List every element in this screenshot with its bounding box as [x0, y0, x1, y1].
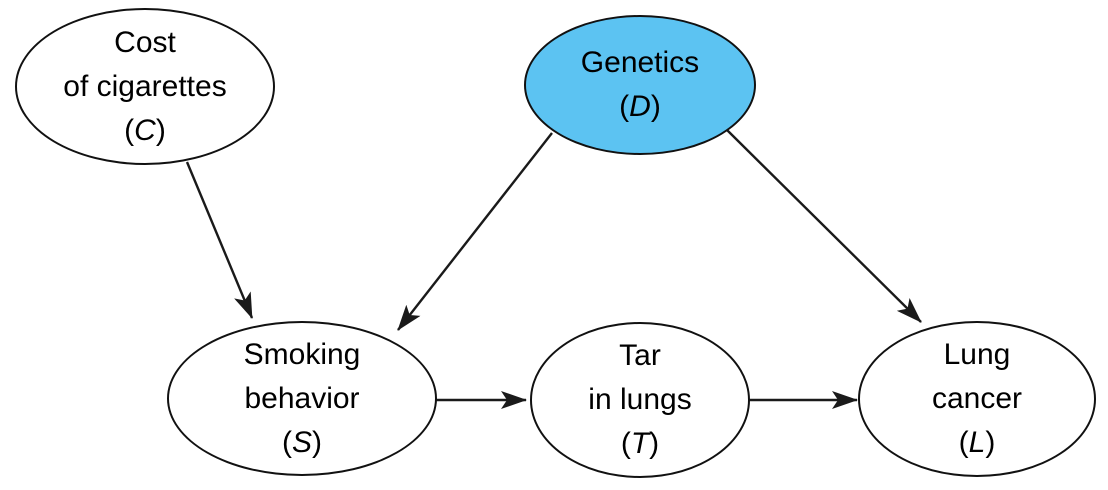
node-symbol: (S) [281, 425, 322, 459]
node-label-line: Genetics [580, 46, 700, 79]
variable-letter: C [134, 113, 156, 147]
node-label-line: Tar [619, 339, 661, 372]
node-label-line: cancer [931, 382, 1023, 415]
node-symbol: (T) [620, 427, 660, 460]
node-label-line: Smoking [243, 337, 361, 371]
node-label-line: of cigarettes [63, 69, 227, 103]
node-tar-in-lungs: Tar in lungs (T) [530, 322, 750, 478]
edge-genetics-to-smoking-arrow [397, 132, 553, 331]
node-label-line: behavior [244, 381, 360, 415]
node-symbol: (L) [958, 426, 996, 459]
node-label-line: Lung [943, 338, 1011, 371]
node-symbol: (D) [619, 90, 661, 123]
node-lung-cancer: Lung cancer (L) [858, 321, 1096, 477]
node-genetics: Genetics (D) [524, 15, 756, 155]
node-label-line: in lungs [588, 383, 692, 416]
variable-letter: L [968, 426, 986, 459]
node-label-line: Cost [114, 25, 176, 59]
node-symbol: (C) [124, 113, 166, 147]
edge-genetics-to-lungcancer-arrow [726, 129, 922, 323]
edge-cost-to-smoking-arrow [185, 161, 254, 319]
variable-letter: T [630, 427, 650, 460]
node-cost-of-cigarettes: Cost of cigarettes (C) [15, 8, 275, 165]
variable-letter: S [291, 425, 312, 459]
node-smoking-behavior: Smoking behavior (S) [167, 321, 437, 476]
variable-letter: D [629, 90, 651, 123]
